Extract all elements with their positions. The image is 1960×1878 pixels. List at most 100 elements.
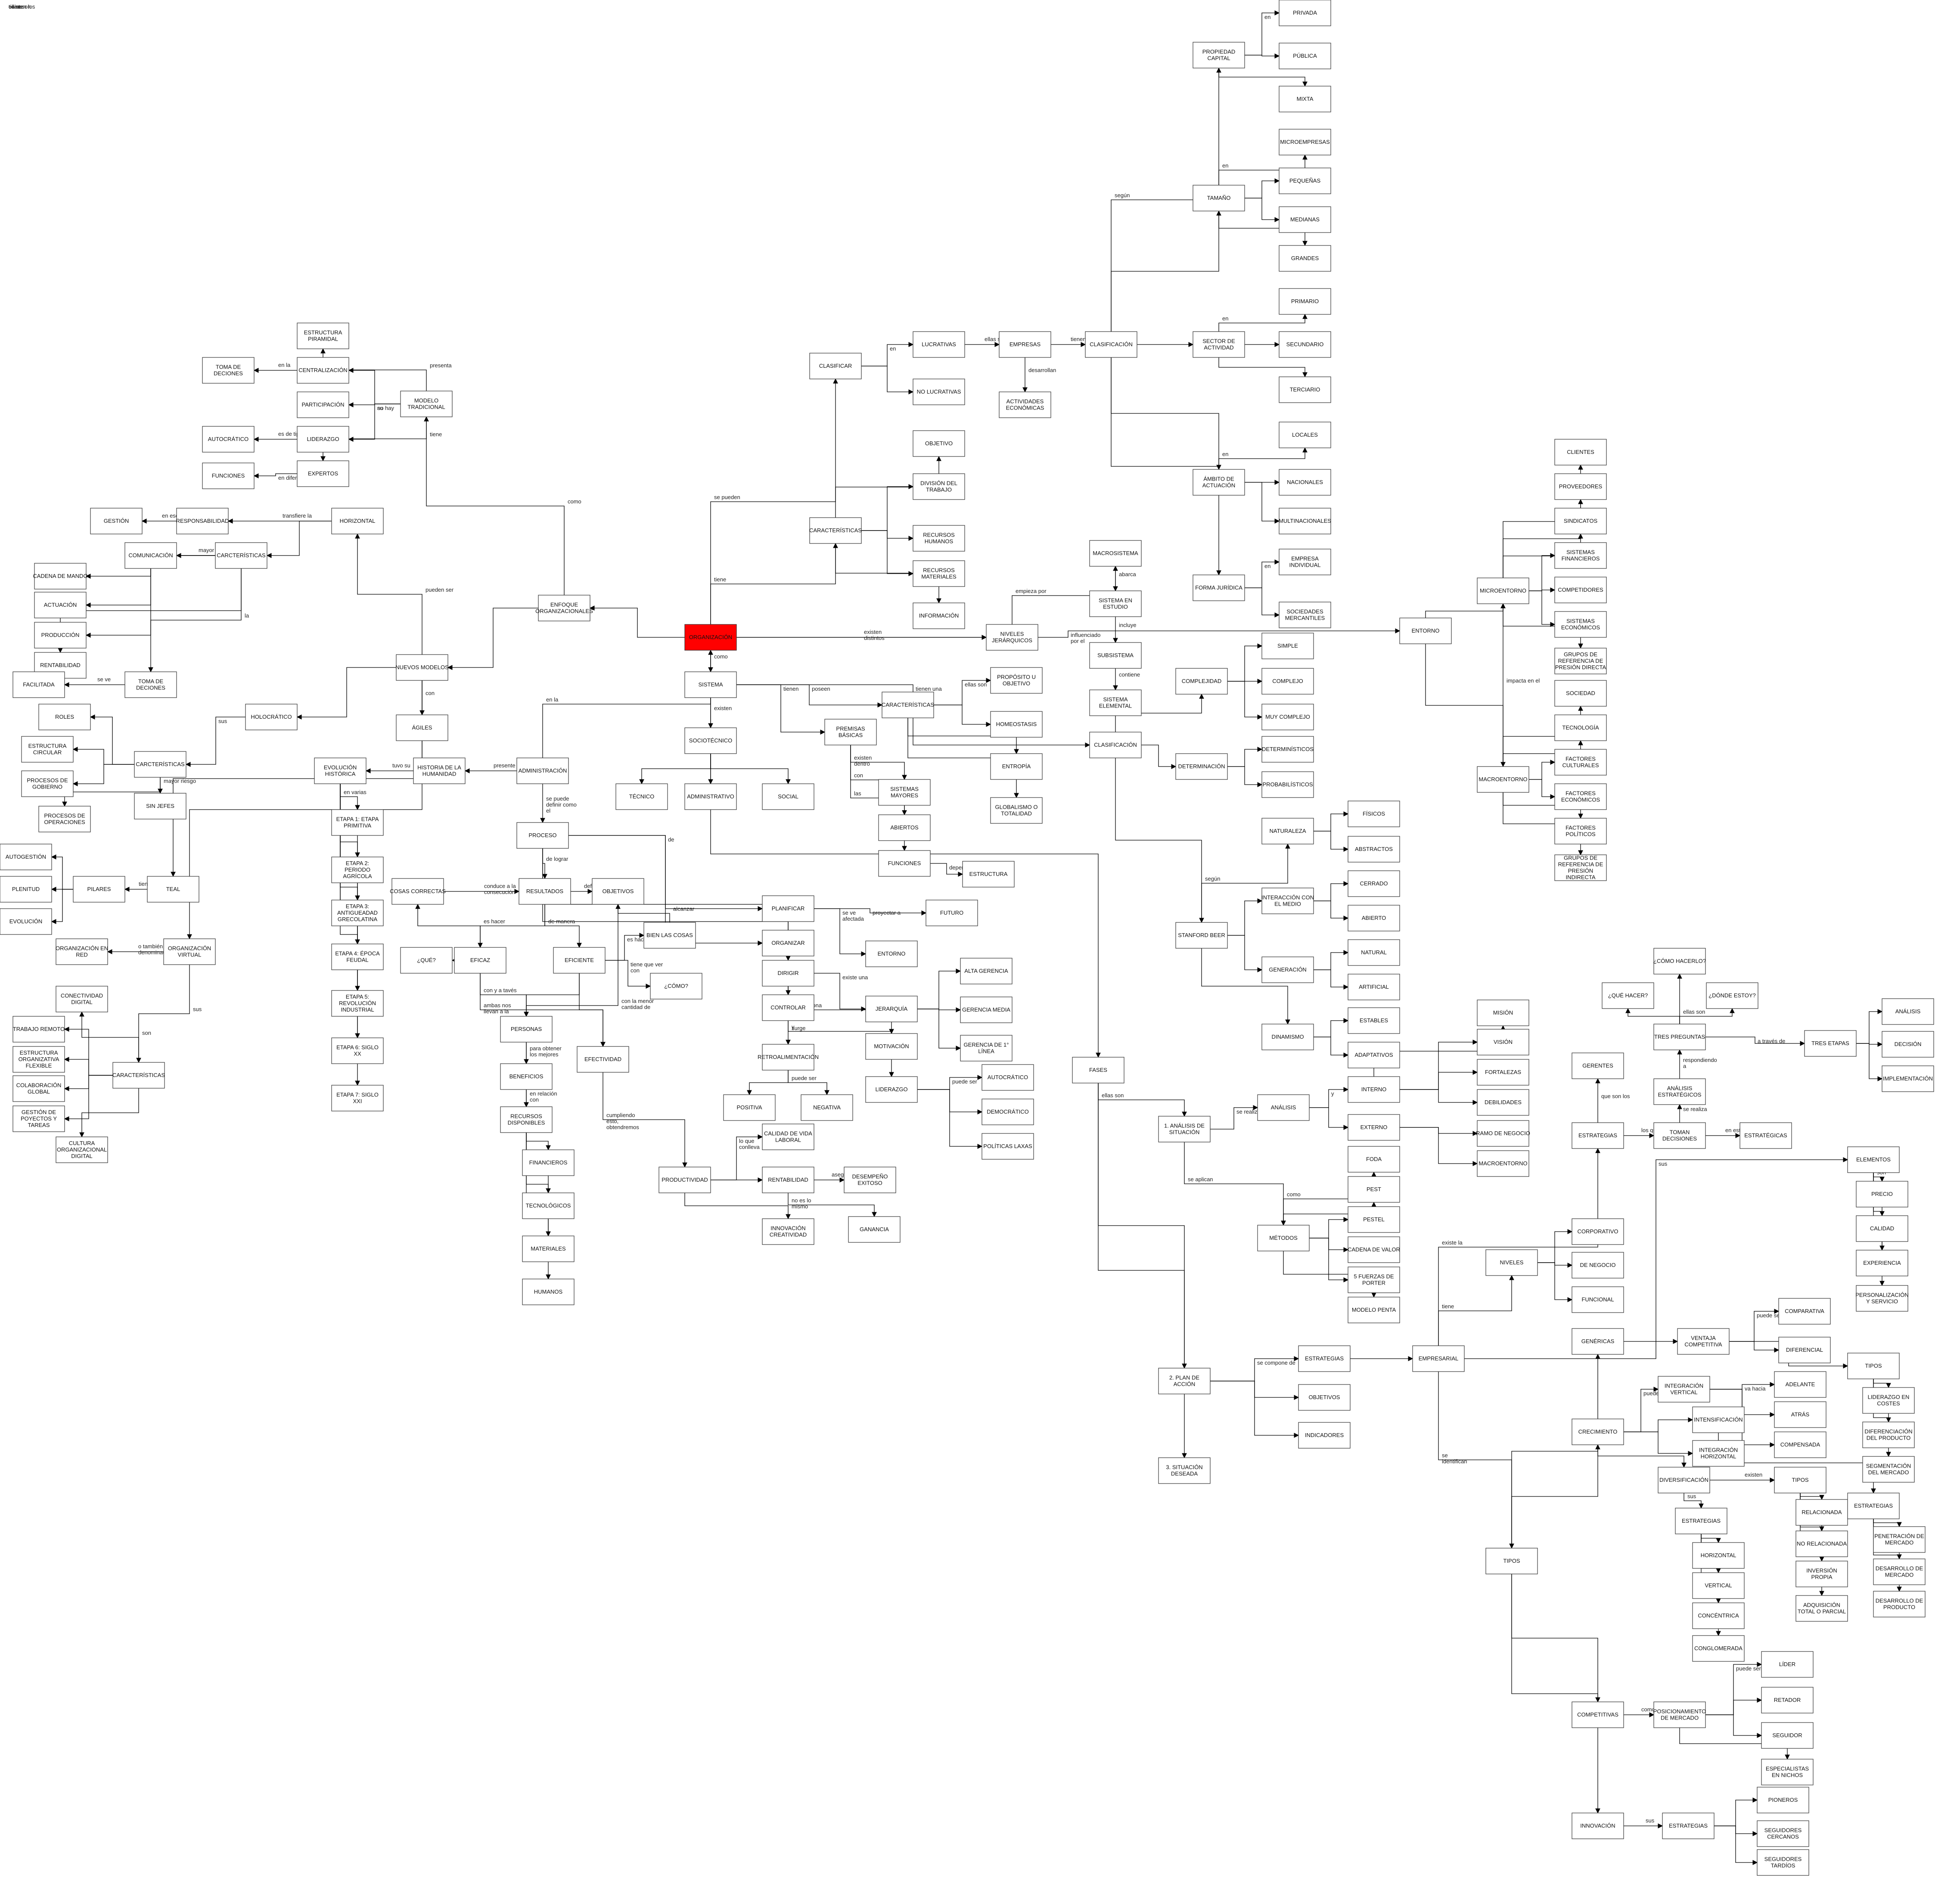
connector-horizontal-n-to-caract-h bbox=[266, 521, 332, 558]
connector-stanford-to-dinamismo bbox=[1201, 948, 1290, 1025]
node-label-diversificacion: DIVERSIFICACIÓN bbox=[1659, 1477, 1708, 1483]
node-box-estrategias-d bbox=[1675, 1508, 1727, 1534]
node-label-pest: PEST bbox=[1367, 1186, 1381, 1192]
node-abierto: ABIERTO bbox=[1348, 905, 1400, 931]
node-pest: PEST bbox=[1348, 1176, 1400, 1203]
node-box-nacionales bbox=[1279, 469, 1331, 496]
connector-label-l-alcanzar: alcanzar bbox=[673, 906, 695, 912]
node-label-funciones-p: FUNCIONES bbox=[888, 860, 921, 866]
node-label-debilidades: DEBILIDADES bbox=[1485, 1099, 1522, 1105]
node-microemp: MICROEMPRESAS bbox=[1279, 129, 1331, 155]
connector-tamano-to-grandes bbox=[1218, 211, 1308, 246]
node-tipos-main: TIPOS bbox=[1485, 1548, 1538, 1574]
node-personas: PERSONAS bbox=[500, 1016, 553, 1043]
connector-eficiente-to-como-r bbox=[605, 960, 651, 989]
node-box-alta-ger bbox=[960, 958, 1013, 984]
connector-caract-hol-to-est-circ bbox=[72, 747, 134, 765]
node-box-democratico bbox=[982, 1099, 1034, 1125]
node-label-como-r: ¿CÓMO? bbox=[664, 983, 688, 989]
node-label-sociedad: SOCIEDAD bbox=[1566, 690, 1595, 696]
connector-tres-etapas-to-implementacion bbox=[1856, 1043, 1883, 1081]
node-box-proc-gob bbox=[21, 770, 74, 797]
node-box-intensificacion bbox=[1692, 1406, 1745, 1433]
connector-rec-disp-to-materiales bbox=[526, 1133, 551, 1237]
node-macroent: MACROENTORNO bbox=[1477, 766, 1529, 793]
node-implementacion: IMPLEMENTACIÓN bbox=[1882, 1065, 1934, 1092]
node-estrategias-e: ESTRATEGIAS bbox=[1572, 1122, 1624, 1149]
node-box-bien-cosas bbox=[643, 922, 696, 949]
node-box-como-r bbox=[650, 973, 702, 1000]
connector-label-l-tienen: tienen bbox=[783, 686, 798, 692]
node-box-sindicatos bbox=[1554, 508, 1607, 534]
node-box-est-pir bbox=[297, 323, 349, 349]
node-box-homeostasis bbox=[990, 711, 1043, 738]
node-label-autocratico-t: AUTOCRÁTICO bbox=[208, 436, 248, 442]
node-responsabilidad: RESPONSABILIDAD bbox=[176, 508, 229, 534]
connector-label-l-en-pc: en bbox=[1264, 14, 1270, 20]
node-label-plenitud: PLENITUD bbox=[12, 886, 40, 892]
node-label-indicadores: INDICADORES bbox=[1305, 1432, 1344, 1438]
node-plenitud: PLENITUD bbox=[0, 876, 52, 903]
node-label-productividad: PRODUCTIVIDAD bbox=[662, 1176, 708, 1183]
connector-dirigir-to-jerarquia bbox=[814, 973, 867, 1012]
connector-clasif-s-to-determinacion bbox=[1141, 745, 1177, 769]
node-roles: ROLES bbox=[38, 704, 91, 730]
connector-posicionamiento-to-retador bbox=[1705, 1698, 1762, 1715]
node-como-r: ¿CÓMO? bbox=[650, 973, 702, 1000]
node-label-clasif-s: CLASIFICACIÓN bbox=[1094, 742, 1137, 748]
node-label-horizontal-d: HORIZONTAL bbox=[1701, 1552, 1736, 1558]
connector-label-l-como-mod: como bbox=[568, 498, 581, 505]
node-label-beneficios: BENEFICIOS bbox=[509, 1073, 544, 1080]
connector-tamano-to-medianas bbox=[1245, 198, 1280, 222]
connector-generacion-to-natural bbox=[1314, 950, 1349, 970]
node-label-analisis-e: ANÁLISIS bbox=[1895, 1008, 1921, 1015]
node-box-microemp bbox=[1279, 129, 1331, 155]
node-box-stanford bbox=[1175, 922, 1228, 949]
node-box-macroent2 bbox=[1477, 1150, 1529, 1177]
node-box-grupos-dir bbox=[1554, 648, 1607, 674]
node-box-tres-preg bbox=[1653, 1024, 1706, 1050]
connector-label-l-y2: y bbox=[1331, 1090, 1334, 1097]
connector-tipos-g-to-liderazgo-c bbox=[1873, 1379, 1891, 1388]
connector-label-l-ellas: ellas son bbox=[9, 3, 31, 10]
node-terciario: TERCIARIO bbox=[1279, 376, 1331, 403]
node-label-empresas: EMPRESAS bbox=[1010, 341, 1041, 348]
node-box-clasif-e bbox=[1085, 331, 1137, 358]
node-dirigir: DIRIGIR bbox=[762, 960, 814, 987]
node-tres-preg: TRES PREGUNTAS bbox=[1653, 1024, 1706, 1050]
node-ger-media: GERENCIA MEDIA bbox=[960, 996, 1013, 1023]
node-label-genericas: GENÉRICAS bbox=[1581, 1338, 1615, 1344]
connector-label-l-mayor-riesgo: mayor riesgo bbox=[164, 778, 196, 784]
connector-label-l-como2: como bbox=[9, 3, 22, 10]
node-clasif-s: CLASIFICACIÓN bbox=[1089, 732, 1142, 758]
connector-prop-cap-to-privada bbox=[1245, 10, 1280, 56]
connector-stanford-to-generacion bbox=[1227, 935, 1263, 972]
node-box-medianas bbox=[1279, 206, 1331, 233]
node-label-proceso: PROCESO bbox=[528, 832, 556, 838]
node-box-de-negocio bbox=[1572, 1252, 1624, 1279]
node-box-metodos bbox=[1257, 1225, 1310, 1251]
node-cadena-mando: CADENA DE MANDO bbox=[33, 563, 88, 590]
connector-enfoque-to-mod-trad bbox=[424, 416, 565, 595]
connector-label-l-se-realiza: se realiza bbox=[1236, 1108, 1261, 1115]
node-estrategias-pa: ESTRATEGIAS bbox=[1298, 1345, 1351, 1372]
connector-label-l-sus-div: sus bbox=[1687, 1493, 1696, 1499]
connector-objetivos-r-to-rec-disp bbox=[524, 904, 618, 1108]
node-label-sistema: SISTEMA bbox=[698, 681, 723, 688]
connector-caract-sis-to-homeostasis bbox=[934, 705, 991, 727]
node-box-compensada bbox=[1774, 1431, 1826, 1458]
